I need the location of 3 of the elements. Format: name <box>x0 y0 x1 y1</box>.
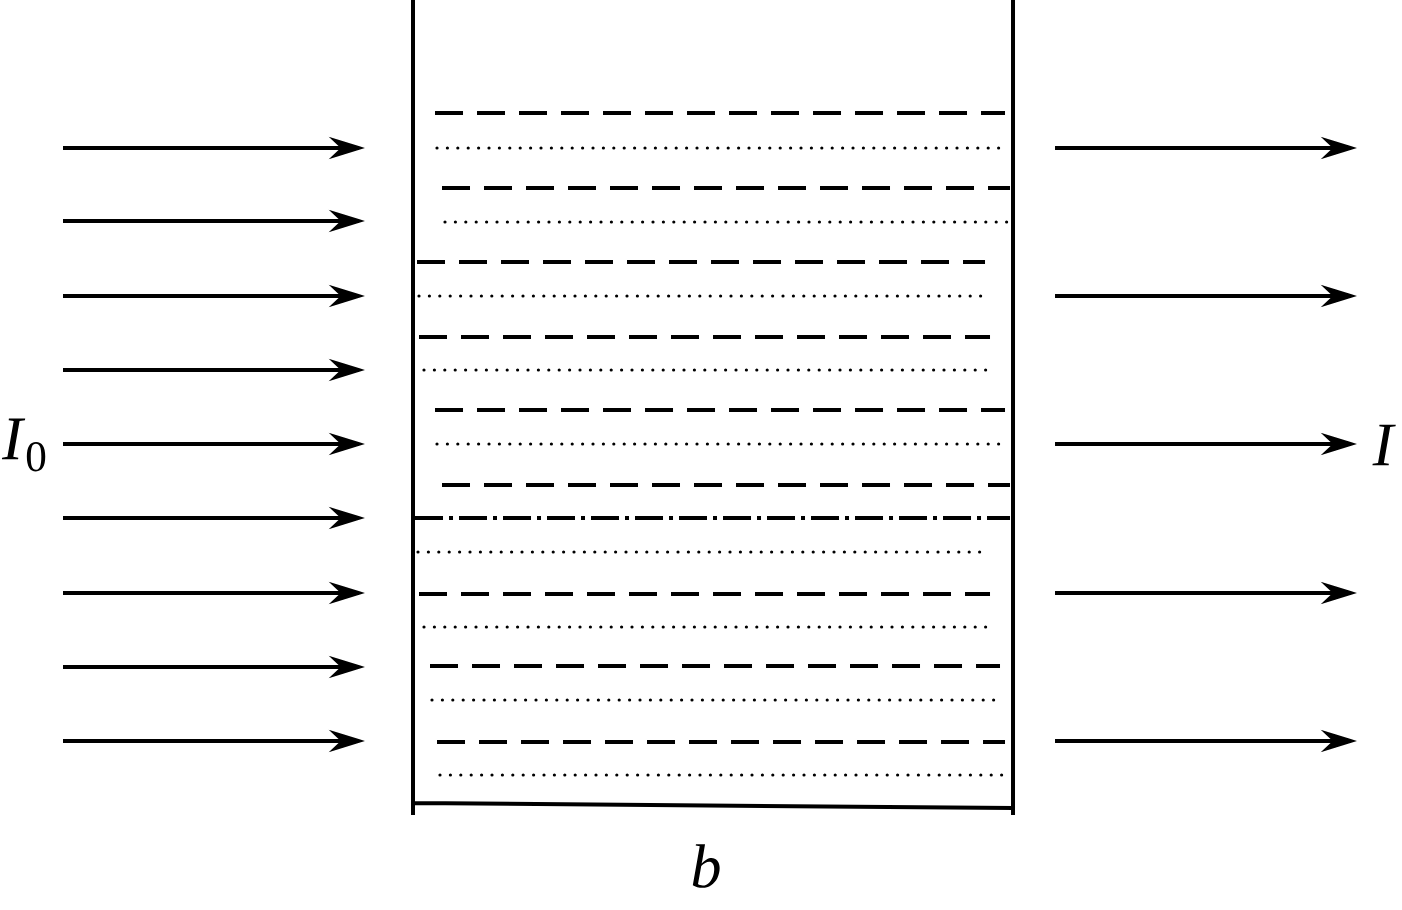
symbol-label: I <box>1372 424 1396 466</box>
symbol-label: b <box>692 844 720 888</box>
symbol-label: I$_{0}$ <box>1 418 46 472</box>
